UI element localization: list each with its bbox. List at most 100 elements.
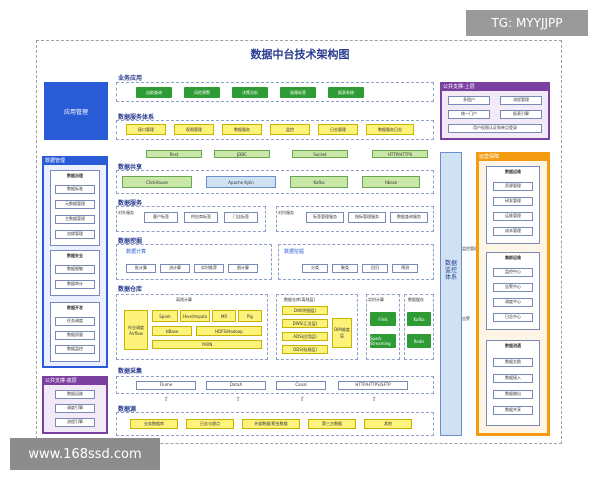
watermark-bottom: www.168ssd.com [10, 438, 160, 470]
service-left-group [116, 206, 266, 232]
ops-group-title: 数据流通 [505, 343, 521, 348]
ops-item: 监控中心 [493, 268, 533, 277]
governance-group-title: 数据安全 [67, 253, 83, 258]
dw-layer: ODS(贴源层) [282, 345, 328, 354]
source-item: 外部数据/爬虫数据 [242, 419, 300, 429]
source-item: 其他 [364, 419, 412, 429]
ops-item: 告警中心 [493, 283, 533, 292]
service-item: 监控 [270, 124, 310, 135]
realtime-item: Spark Streaming [370, 334, 396, 348]
explore-item: 聚类 [332, 264, 358, 273]
section-data-mining: 数据挖掘 [118, 238, 143, 245]
service-right-item: 指标管理服务 [348, 212, 386, 223]
ops-group-title: 集群运维 [505, 255, 521, 260]
service-item: 权限管理 [174, 124, 214, 135]
ops-item: 日志中心 [493, 313, 533, 322]
source-item: 业务数据库 [130, 419, 178, 429]
ops-head: 运营保障 [476, 152, 550, 161]
governance-item: 数据审计 [55, 280, 95, 289]
realtime-item: Flink [370, 312, 396, 326]
section-data-warehouse: 数据仓库 [118, 286, 143, 293]
collection-group [116, 376, 434, 394]
section-data-collection: 数据采集 [118, 368, 143, 375]
governance-group-title: 数据开发 [67, 305, 83, 310]
rt-store-group [404, 294, 434, 360]
dw-layer: ADS(应用层) [282, 332, 328, 341]
platform-left-item: 数据运维 [55, 390, 95, 399]
service-left-label: 对外服务 [118, 210, 134, 215]
section-data-sharing: 数据共享 [118, 164, 143, 171]
source-group [116, 412, 434, 436]
sharing-item: JDBC [214, 150, 270, 158]
service-right-item: 数据查询服务 [390, 212, 428, 223]
rt-store-item: Kafka [407, 312, 431, 326]
explore-item: 回归 [362, 264, 388, 273]
explore-item: 预测 [392, 264, 418, 273]
governance-item: 数据监控 [55, 345, 95, 354]
dw-layer: DWS(汇总层) [282, 319, 328, 328]
ops-item: 数据共享 [493, 406, 533, 415]
monitor-arrow-label: 监控管理 [462, 246, 478, 251]
collection-item: HTTP/HTTPS/SFTP [338, 381, 408, 390]
realtime-label: 实时计算 [368, 297, 384, 302]
ops-item: 资源管理 [493, 182, 533, 191]
service-left-item: 客户标签 [144, 212, 178, 223]
service-right-group [276, 206, 434, 232]
service-item: 日志管理 [318, 124, 358, 135]
service-item: 数据服务 [222, 124, 262, 135]
governance-item: 元数据管理 [55, 200, 95, 209]
service-item: 数据服务日志 [366, 124, 414, 135]
explore-group [278, 244, 434, 280]
governance-item: 血缘管理 [55, 230, 95, 239]
service-right-item: 标签管理服务 [306, 212, 344, 223]
explore-label: 数据挖掘 [284, 249, 305, 255]
platform-left-item: 流程引擎 [55, 418, 95, 427]
share-box: ClickHouse [122, 176, 192, 188]
model-label: 数据仓库(离线层) [284, 297, 316, 302]
collection-item: Canal [276, 381, 326, 390]
service-right-label: 对内服务 [278, 210, 294, 215]
explore-item: 分类 [302, 264, 328, 273]
engine-box: Pig [238, 310, 262, 322]
diagram-title: 数据中台技术架构图 [250, 48, 350, 61]
up-arrow-icon: ⇧ [300, 396, 306, 403]
collection-item: DataX [206, 381, 266, 390]
data-services-group [116, 120, 434, 140]
share-box: Hbase [362, 176, 420, 188]
compute-item: 实时推荐 [194, 264, 224, 273]
ops-item: 成本管理 [493, 227, 533, 236]
dw-layer: DW(明细层) [282, 306, 328, 315]
monitor-label: 数据监控体系 [444, 260, 457, 282]
ops-item: 数据交换 [493, 358, 533, 367]
platform-top-right-item: 多租户 [448, 96, 490, 105]
offline-group [116, 294, 268, 360]
share-box: Apache Kylin [206, 176, 276, 188]
compute-item: 流计算 [160, 264, 190, 273]
platform-left-item: 调度引擎 [55, 404, 95, 413]
watermark-top: TG: MYYJJPP [466, 10, 588, 36]
monitor-arrow-label: 告警 [462, 316, 470, 321]
share-box: Kafka [290, 176, 348, 188]
service-left-item: 门店标签 [224, 212, 258, 223]
model-group [276, 294, 358, 360]
section-data-services-2: 数据服务 [118, 200, 143, 207]
offline-label: 离线计算 [176, 297, 192, 302]
storage-box: HDFS/Hadoop [196, 326, 262, 336]
ops-group-title: 数据运维 [505, 169, 521, 174]
platform-left-head: 公共支撑-底层 [42, 376, 108, 385]
realtime-group [366, 294, 400, 360]
monitor-column [440, 152, 462, 436]
service-item: 接口管理 [126, 124, 166, 135]
up-arrow-icon: ⇧ [236, 396, 242, 403]
rt-store-item: Redis [407, 334, 431, 348]
business-app-item: 自助查询 [136, 87, 172, 98]
source-item: 日志与埋点 [186, 419, 234, 429]
engine-box: Hive/Impala [180, 310, 210, 322]
governance-group-title: 数据治理 [67, 173, 83, 178]
business-app-item: 风险预警 [184, 87, 220, 98]
engine-box: Spark [152, 310, 178, 322]
compute-group [116, 244, 272, 280]
governance-item: 数据质量 [55, 331, 95, 340]
governance-head: 数据管理 [42, 156, 108, 165]
engine-box: MR [212, 310, 236, 322]
